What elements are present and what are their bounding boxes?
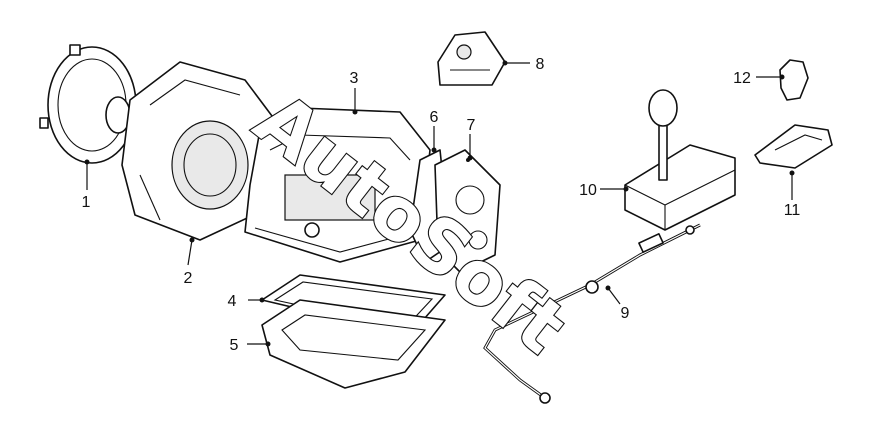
callout-4: 4 — [228, 293, 237, 310]
oil-pan[interactable] — [261, 299, 446, 389]
shift-indicator-plate[interactable] — [754, 124, 833, 169]
rear-cover[interactable] — [434, 149, 501, 273]
torque-converter[interactable] — [39, 44, 137, 164]
callout-6: 6 — [430, 109, 439, 126]
callout-10: 10 — [579, 182, 597, 199]
converter-housing[interactable] — [121, 61, 291, 241]
transmission-mount[interactable] — [437, 31, 506, 86]
callout-12: 12 — [733, 70, 751, 87]
shift-knob[interactable] — [779, 59, 809, 101]
callout-7: 7 — [467, 117, 476, 134]
callout-5: 5 — [230, 337, 239, 354]
callout-2: 2 — [184, 270, 193, 287]
transmission-case[interactable] — [244, 107, 431, 263]
callout-11: 11 — [784, 202, 801, 219]
shift-lever-assembly[interactable] — [624, 89, 736, 231]
shift-cable[interactable] — [483, 223, 701, 404]
callout-3: 3 — [350, 70, 359, 87]
callout-labels: 1 2 3 4 5 6 7 8 9 10 11 12 — [82, 56, 801, 354]
callout-9: 9 — [621, 305, 630, 322]
callout-1: 1 — [82, 194, 91, 211]
leader-lines — [84, 60, 795, 347]
callout-8: 8 — [536, 56, 545, 73]
